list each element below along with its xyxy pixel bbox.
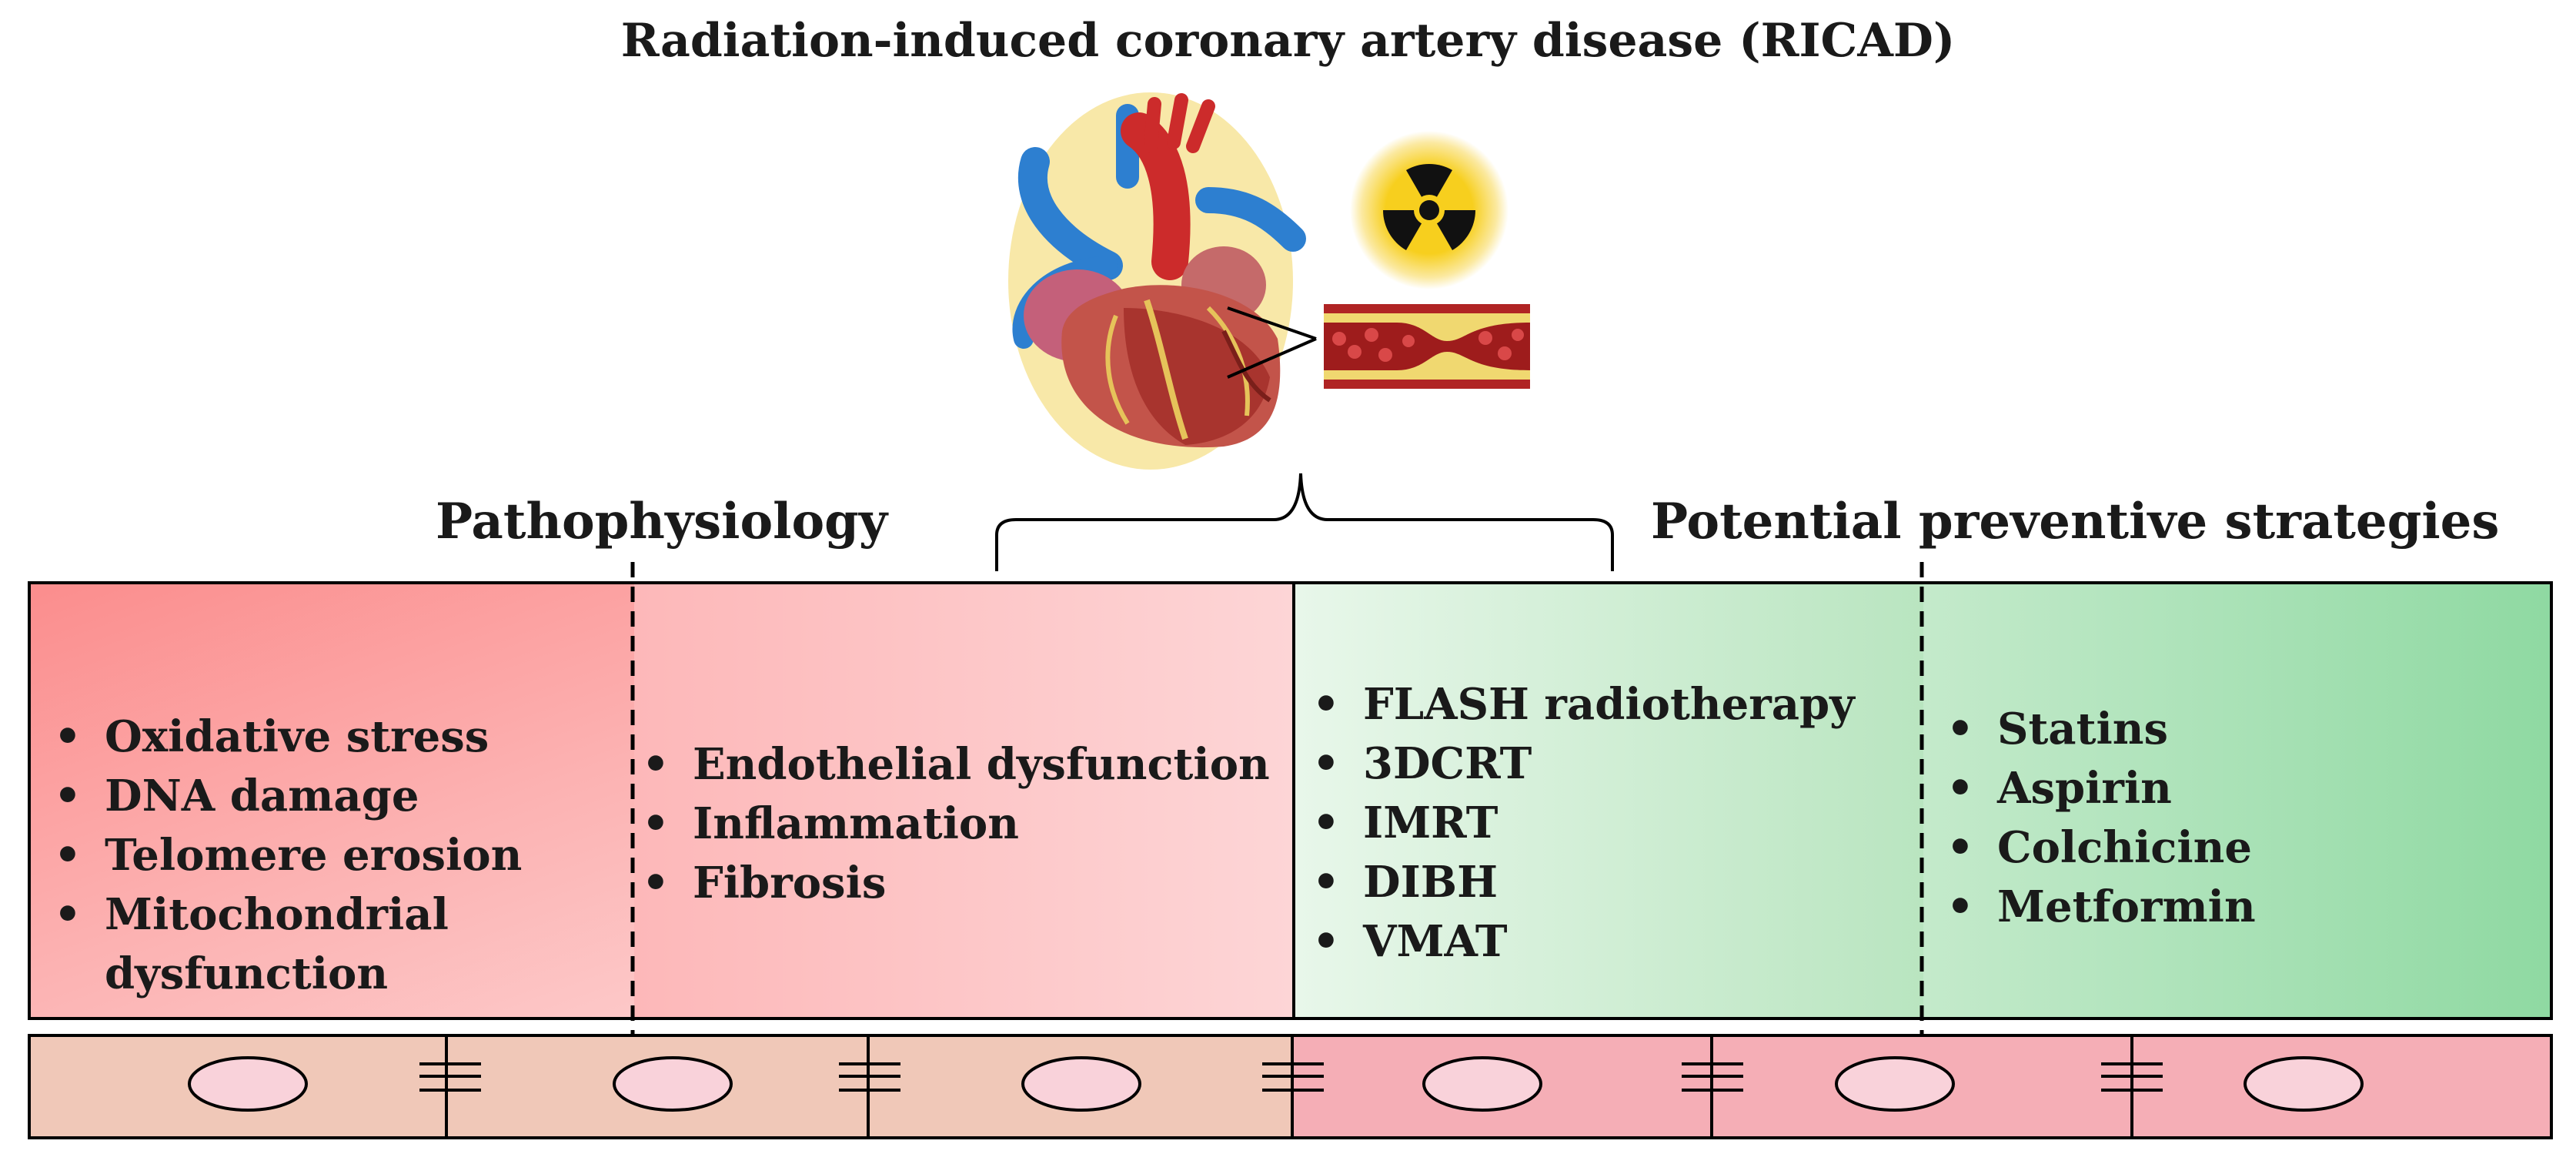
list-item: •Colchicine <box>1946 822 2252 873</box>
radiotherapy-techniques-panel: •FLASH radiotherapy •3DCRT •IMRT •DIBH •… <box>1292 581 1923 1020</box>
bracket-connector <box>995 473 1614 571</box>
list-item: •3DCRT <box>1312 738 1532 789</box>
molecular-mechanisms-panel: •Oxidative stress •DNA damage •Telomere … <box>28 581 634 1020</box>
preventive-strategies-heading: Potential preventive strategies <box>1651 493 2500 550</box>
radiation-symbol-icon <box>1350 131 1509 289</box>
list-item: •Statins <box>1946 704 2168 754</box>
diagram-title: Radiation-induced coronary artery diseas… <box>620 14 1956 68</box>
list-item: •Oxidative stress <box>54 711 489 762</box>
list-item: •Telomere erosion <box>54 830 523 881</box>
list-item: •Aspirin <box>1946 763 2172 814</box>
list-item: •Inflammation <box>642 798 1019 849</box>
list-item: •VMAT <box>1312 916 1508 967</box>
artery-plaque-illustration <box>1324 304 1530 389</box>
normal-endothelial-cells <box>1291 1034 2553 1139</box>
list-item: •Metformin <box>1946 881 2256 932</box>
list-item: •Fibrosis <box>642 858 887 908</box>
damaged-endothelial-cells <box>28 1034 1294 1139</box>
pathophysiology-heading: Pathophysiology <box>436 493 888 550</box>
list-item: •DNA damage <box>54 771 419 821</box>
list-item: •Mitochondrial dysfunction <box>54 889 449 999</box>
list-item: •Endothelial dysfunction <box>642 739 1270 790</box>
list-item: •DIBH <box>1312 857 1498 908</box>
list-item: •FLASH radiotherapy <box>1312 679 1855 730</box>
heart-illustration <box>1008 92 1317 470</box>
vascular-effects-panel: •Endothelial dysfunction •Inflammation •… <box>634 581 1292 1020</box>
list-item: •IMRT <box>1312 798 1498 848</box>
pharmacological-strategies-panel: •Statins •Aspirin •Colchicine •Metformin <box>1923 581 2553 1020</box>
